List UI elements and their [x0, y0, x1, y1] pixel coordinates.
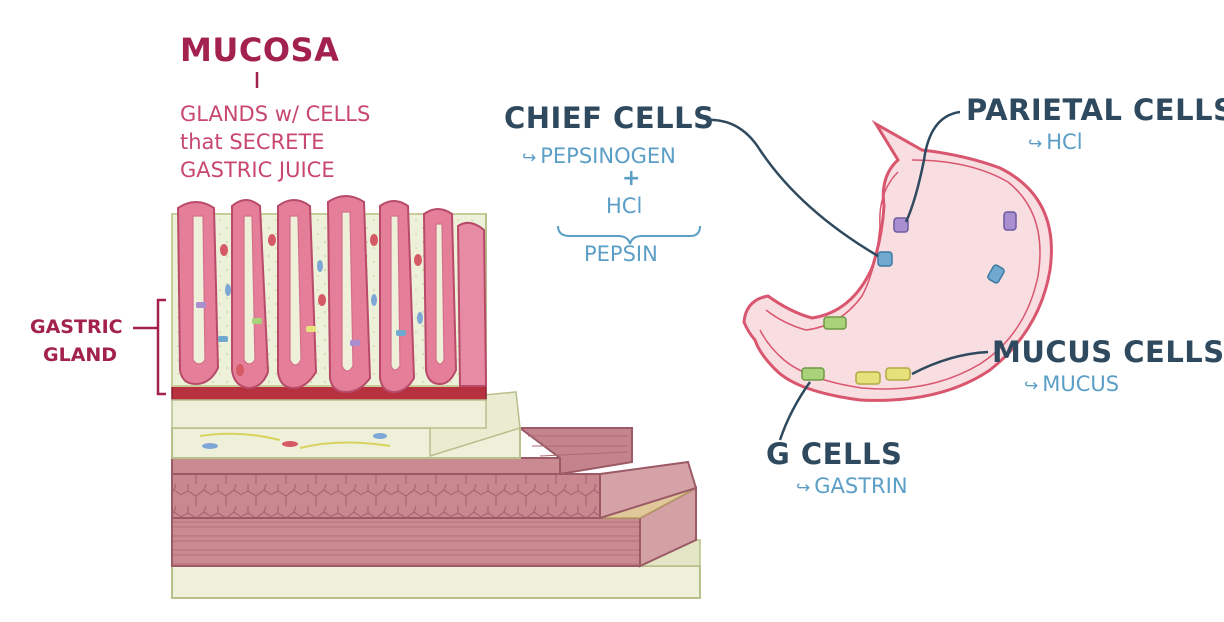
mucus-cells-leader: [911, 350, 989, 376]
arrow-icon: ↪: [796, 478, 811, 498]
mucus-cells-title: MUCUS CELLS: [992, 335, 1224, 369]
gastric-gland-brace: [156, 298, 166, 396]
mucosa-title: MUCOSA: [180, 31, 340, 69]
parietal-cells-title: PARIETAL CELLS: [966, 93, 1224, 127]
pepsin-label: PEPSIN: [584, 242, 658, 266]
parietal-hcl-label: HCl: [1046, 130, 1083, 154]
muscle-layer-inner: [171, 427, 633, 476]
gastric-gland-label-line-1: GASTRIC: [30, 316, 123, 338]
arrow-icon: ↪: [522, 148, 537, 168]
arrow-icon: ↪: [1024, 376, 1039, 396]
gastrin-label: GASTRIN: [814, 474, 908, 498]
pepsinogen-label: PEPSINOGEN: [540, 144, 676, 168]
gland-cells: [196, 302, 406, 346]
parietal-cells-product: ↪HCl: [1028, 132, 1083, 153]
mucosa-desc-line-3: GASTRIC JUICE: [180, 158, 335, 182]
muscularis-mucosae: [171, 385, 487, 401]
chief-cells-title: CHIEF CELLS: [504, 101, 715, 135]
mucus-cells-product: ↪MUCUS: [1024, 374, 1119, 395]
chief-cells-product: ↪PEPSINOGEN: [522, 146, 676, 167]
hcl-label: HCl: [606, 194, 643, 218]
stomach-illustration: [742, 119, 1053, 402]
arrow-icon: ↪: [1028, 134, 1043, 154]
stomach-wall-layers-illustration: [133, 72, 701, 599]
plus-sign: +: [622, 166, 641, 191]
parietal-cells-leader: [904, 110, 961, 223]
chief-cells-leader: [705, 118, 879, 258]
g-cells-leader: [778, 381, 812, 441]
pepsin-brace: [557, 225, 701, 245]
mucus-label: MUCUS: [1042, 372, 1120, 396]
g-cells-product: ↪GASTRIN: [796, 476, 908, 497]
gastric-gland-label-line-2: GLAND: [43, 344, 118, 366]
mucosa-desc-line-1: GLANDS w/ CELLS: [180, 102, 371, 126]
gland-lumens: [192, 211, 445, 372]
blood-cells: [220, 234, 423, 376]
mucosa-desc-line-2: that SECRETE: [180, 130, 325, 154]
g-cells-title: G CELLS: [766, 437, 903, 471]
muscle-layer-middle: [171, 460, 698, 520]
